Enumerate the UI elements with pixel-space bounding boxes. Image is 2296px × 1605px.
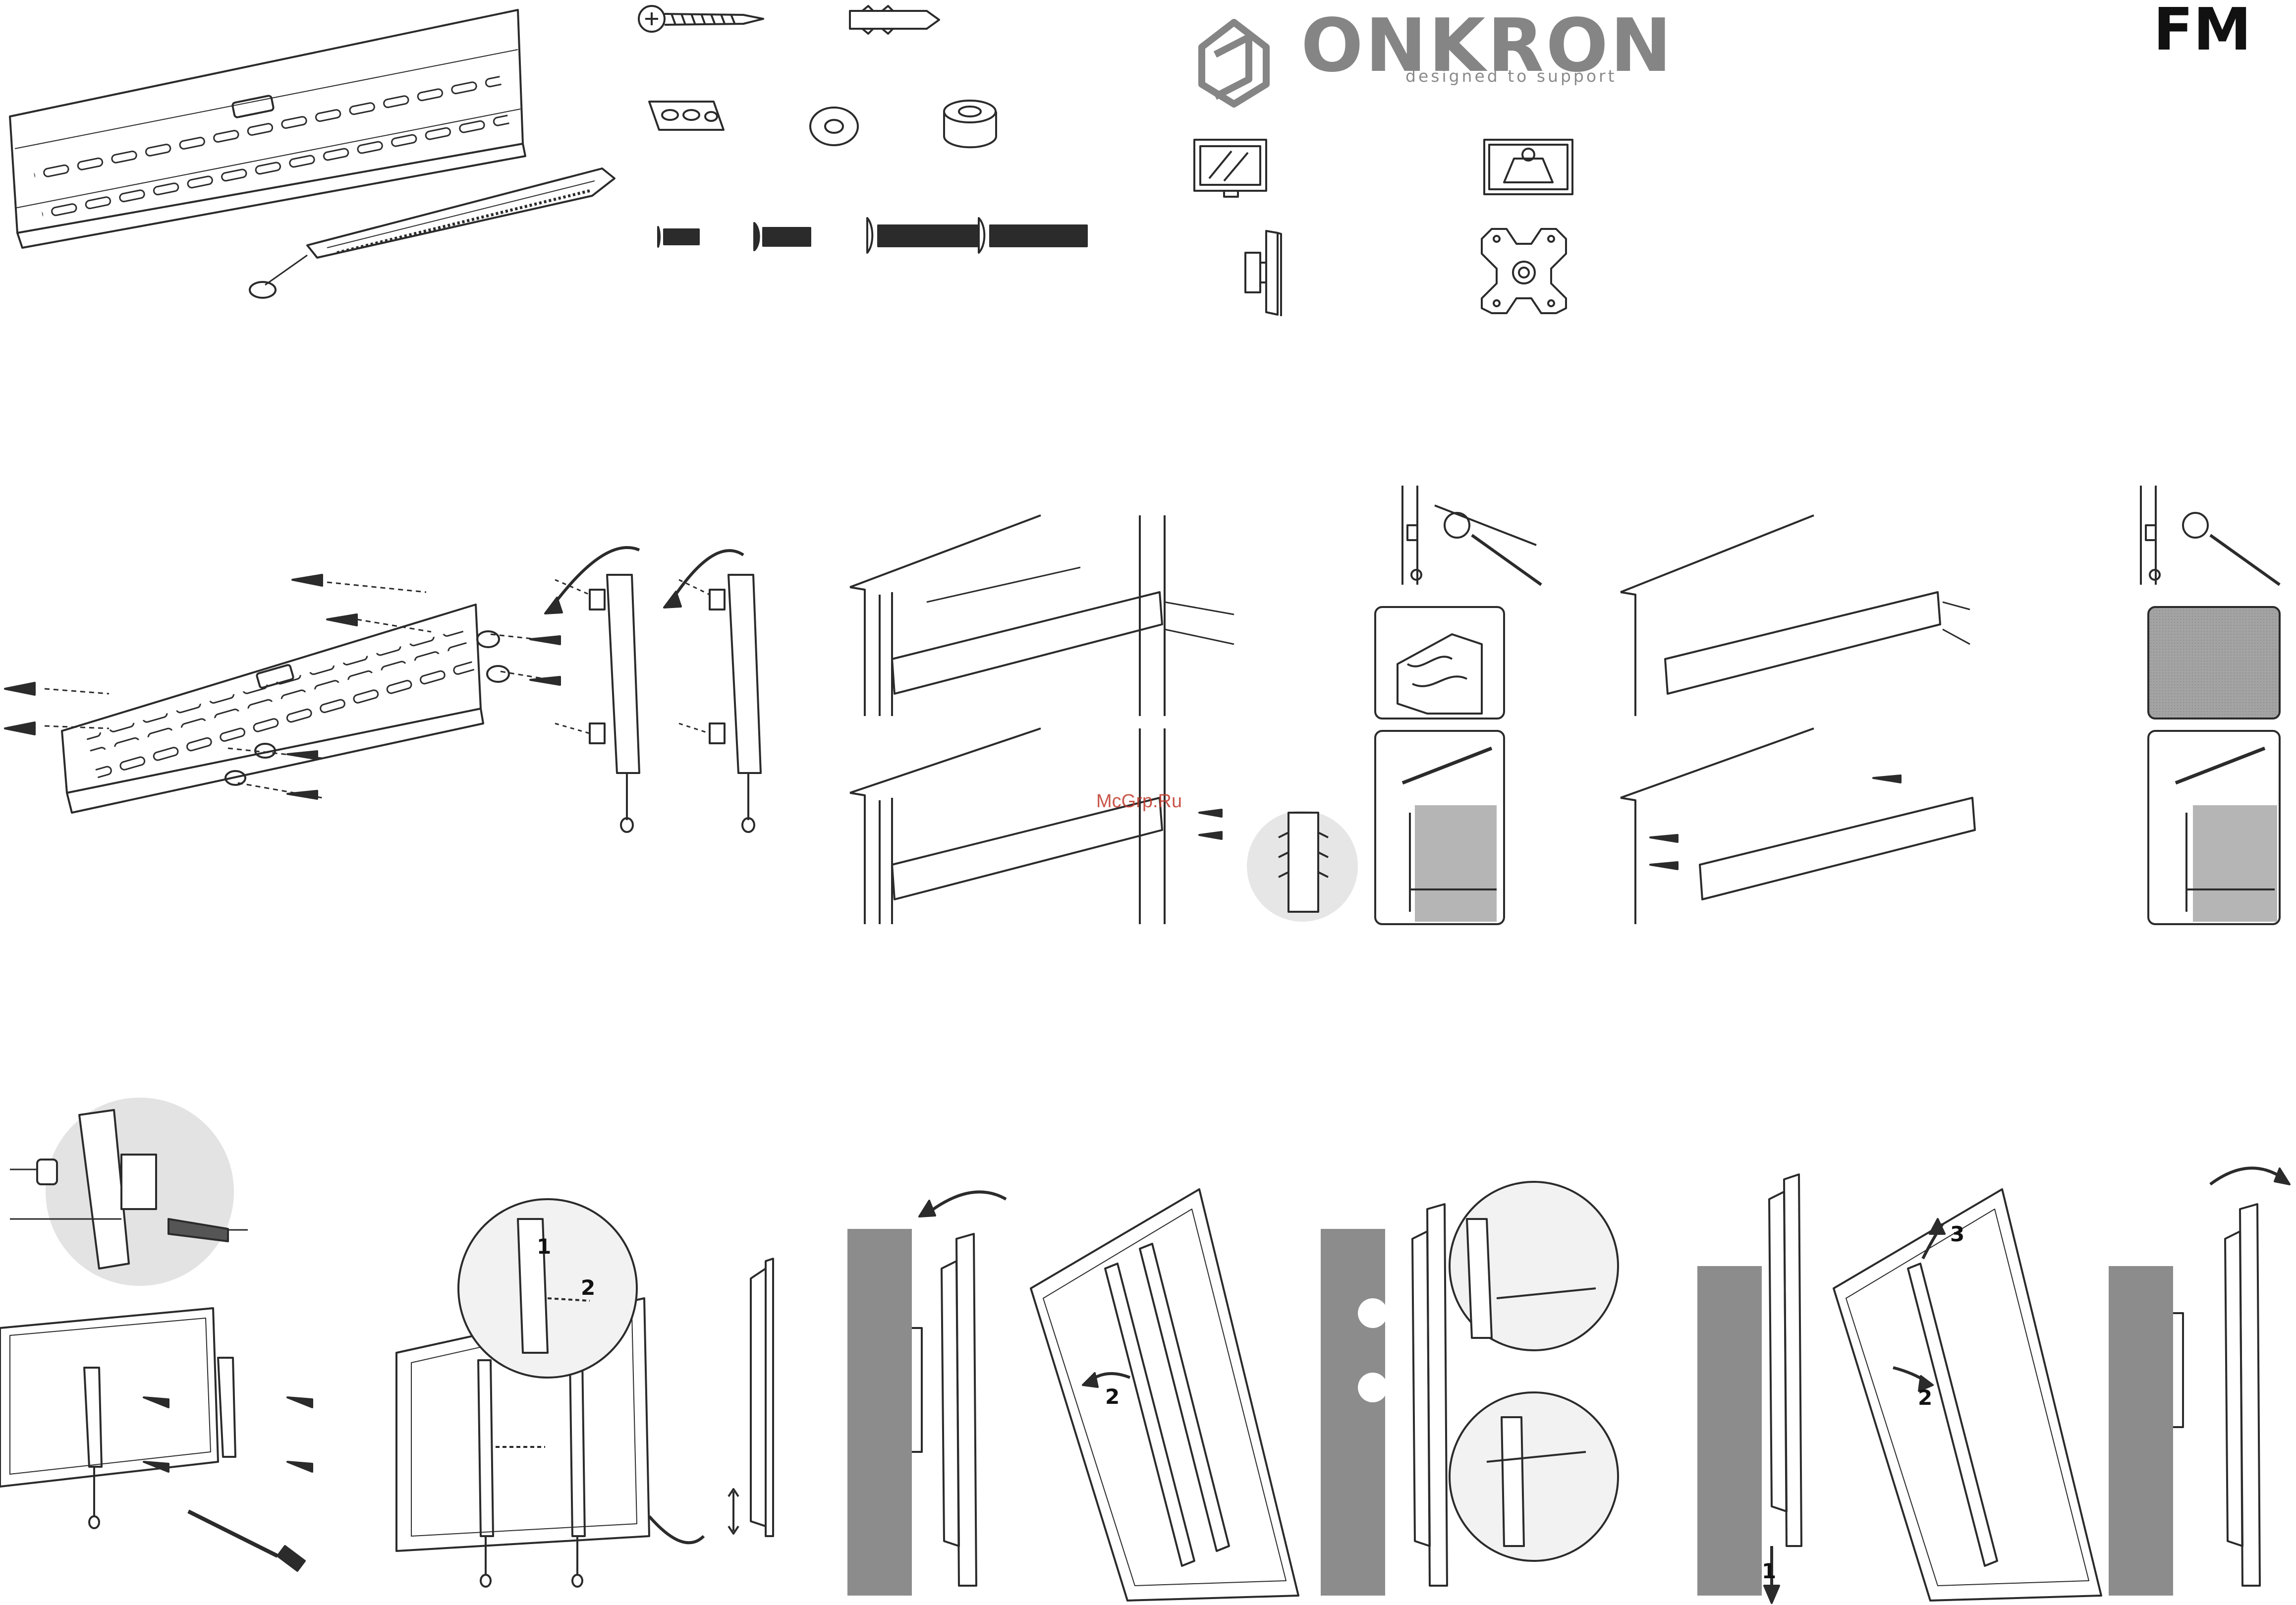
concrete-wall-bottom [1621, 728, 1975, 924]
mount-tv-wall-view [847, 1192, 1006, 1596]
removal-tv-wall-view [1697, 1174, 1801, 1603]
screw-m5-part [754, 223, 810, 250]
tv-screen-size-icon [1194, 140, 1266, 197]
screw-m4-part [658, 227, 699, 247]
step-number: 2 [1105, 1386, 1120, 1407]
onkron-logo-icon [1202, 22, 1266, 104]
step2-hook-bracket-assembly [545, 548, 761, 832]
step-number: 2 [581, 1277, 595, 1298]
load-weight-icon [1484, 140, 1572, 194]
step1-plate-assembly [5, 575, 560, 813]
tv-hook-cut-install [396, 1199, 649, 1587]
hook-bracket-part [250, 168, 615, 298]
tv-back-bracket-install [0, 1308, 312, 1571]
mount-tv-wall-view-b [1321, 1204, 1447, 1596]
step-number: 1 [1762, 1561, 1776, 1582]
drill-depth-panel-b [2148, 731, 2280, 924]
concrete-wall-top [1621, 515, 1970, 716]
screw-m8-part [979, 218, 1087, 253]
anchor-detail-circle [1247, 811, 1358, 922]
tv-side-view-a [649, 1259, 773, 1543]
final-tv-wall-view [2109, 1168, 2290, 1596]
wood-screw-part [639, 6, 763, 32]
drill-depth-panel [1375, 731, 1504, 924]
wall-anchor-part [850, 6, 939, 34]
wood-stud-wall-top [850, 515, 1234, 716]
stud-finder-detail-b [2141, 486, 2280, 585]
vesa-pattern-icon [1482, 229, 1566, 313]
watermark: McGrp.Ru [1096, 792, 1182, 811]
step-number: 1 [537, 1236, 551, 1257]
stud-finder-detail-a [1402, 486, 1541, 585]
model-code: FM [2153, 0, 2251, 58]
tilted-tv-a [1031, 1189, 1298, 1601]
step-number: 3 [1950, 1224, 1964, 1245]
spacer-detail-circle [10, 1098, 248, 1286]
tilted-tv-b [1834, 1189, 2101, 1601]
concrete-material-panel [2148, 607, 2280, 719]
step-number: 2 [1918, 1387, 1932, 1408]
spacer-plate-part [649, 102, 724, 130]
wood-material-panel [1375, 607, 1504, 719]
screw-m6-part [867, 218, 977, 253]
spacer-tube-part [944, 101, 996, 147]
brand-tagline: designed to support [1405, 68, 1617, 84]
washer-part [810, 108, 858, 145]
hook-detail-circles [1358, 1182, 1618, 1561]
wood-stud-wall-bottom [850, 728, 1222, 924]
wall-plate-part [10, 10, 525, 248]
wall-profile-icon [1245, 231, 1281, 316]
